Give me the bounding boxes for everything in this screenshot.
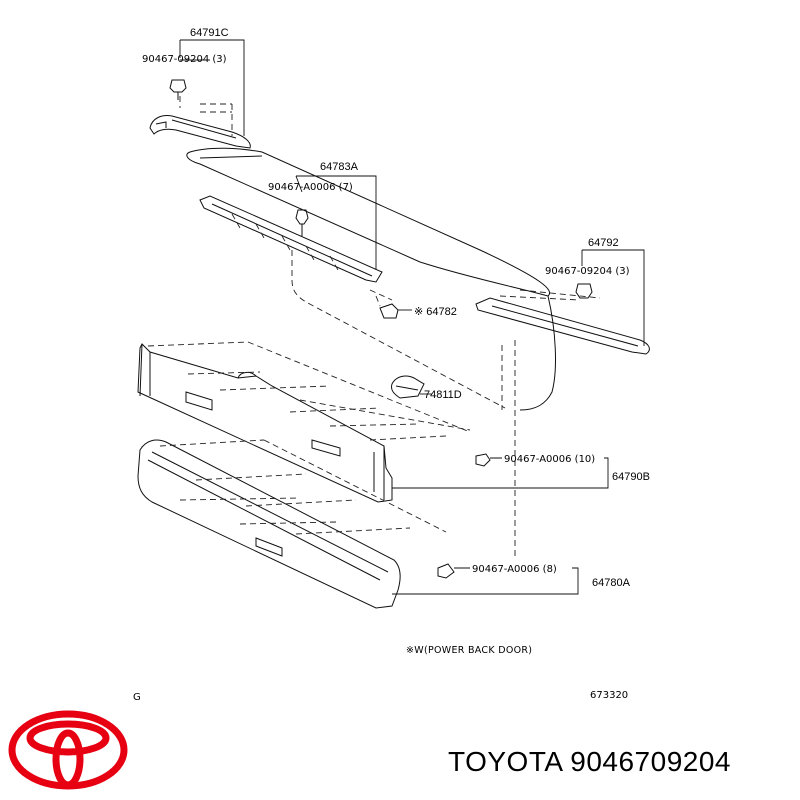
upper-right-garnish (475, 289, 650, 355)
callout-64780a: 64780A (592, 577, 631, 589)
upper-trim-strip (199, 195, 383, 283)
clip-icon (575, 283, 593, 299)
callout-64790b: 64790B (612, 471, 650, 483)
lower-trim-lower-board (137, 439, 447, 609)
callout-90467-09204-left: 90467-09204 (3) (142, 54, 227, 65)
callout-74811d: 74811D (424, 389, 462, 401)
corner-letter: G (133, 692, 141, 703)
leader-lines (179, 39, 645, 595)
back-door-outline (186, 147, 556, 560)
callout-64783a: 64783A (320, 161, 359, 173)
toyota-logo (8, 710, 128, 790)
callout-90467-a0006-10: 90467-A0006 (10) (504, 454, 595, 465)
callout-90467-a0006-8: 90467-A0006 (8) (472, 564, 557, 575)
clip-icon (475, 453, 491, 467)
diagram-number: 673320 (590, 690, 628, 701)
callout-64782: ※ 64782 (414, 306, 457, 318)
lower-trim-upper-board (137, 341, 471, 503)
footnote-power-back-door: ※W(POWER BACK DOOR) (406, 645, 532, 656)
upper-left-garnish (149, 96, 251, 149)
callout-64791c: 64791C (190, 27, 229, 39)
callout-64792: 64792 (588, 237, 619, 249)
brand-part-number: TOYOTA 9046709204 (448, 746, 731, 777)
callout-90467-a0006-7: 90467-A0006 (7) (268, 182, 353, 193)
clip-icon (169, 79, 187, 100)
callout-90467-09204-right: 90467-09204 (3) (545, 266, 630, 277)
switch-part (369, 289, 399, 319)
clip-icon (437, 563, 455, 579)
lamp-part (391, 375, 425, 399)
clip-icon (295, 209, 309, 236)
